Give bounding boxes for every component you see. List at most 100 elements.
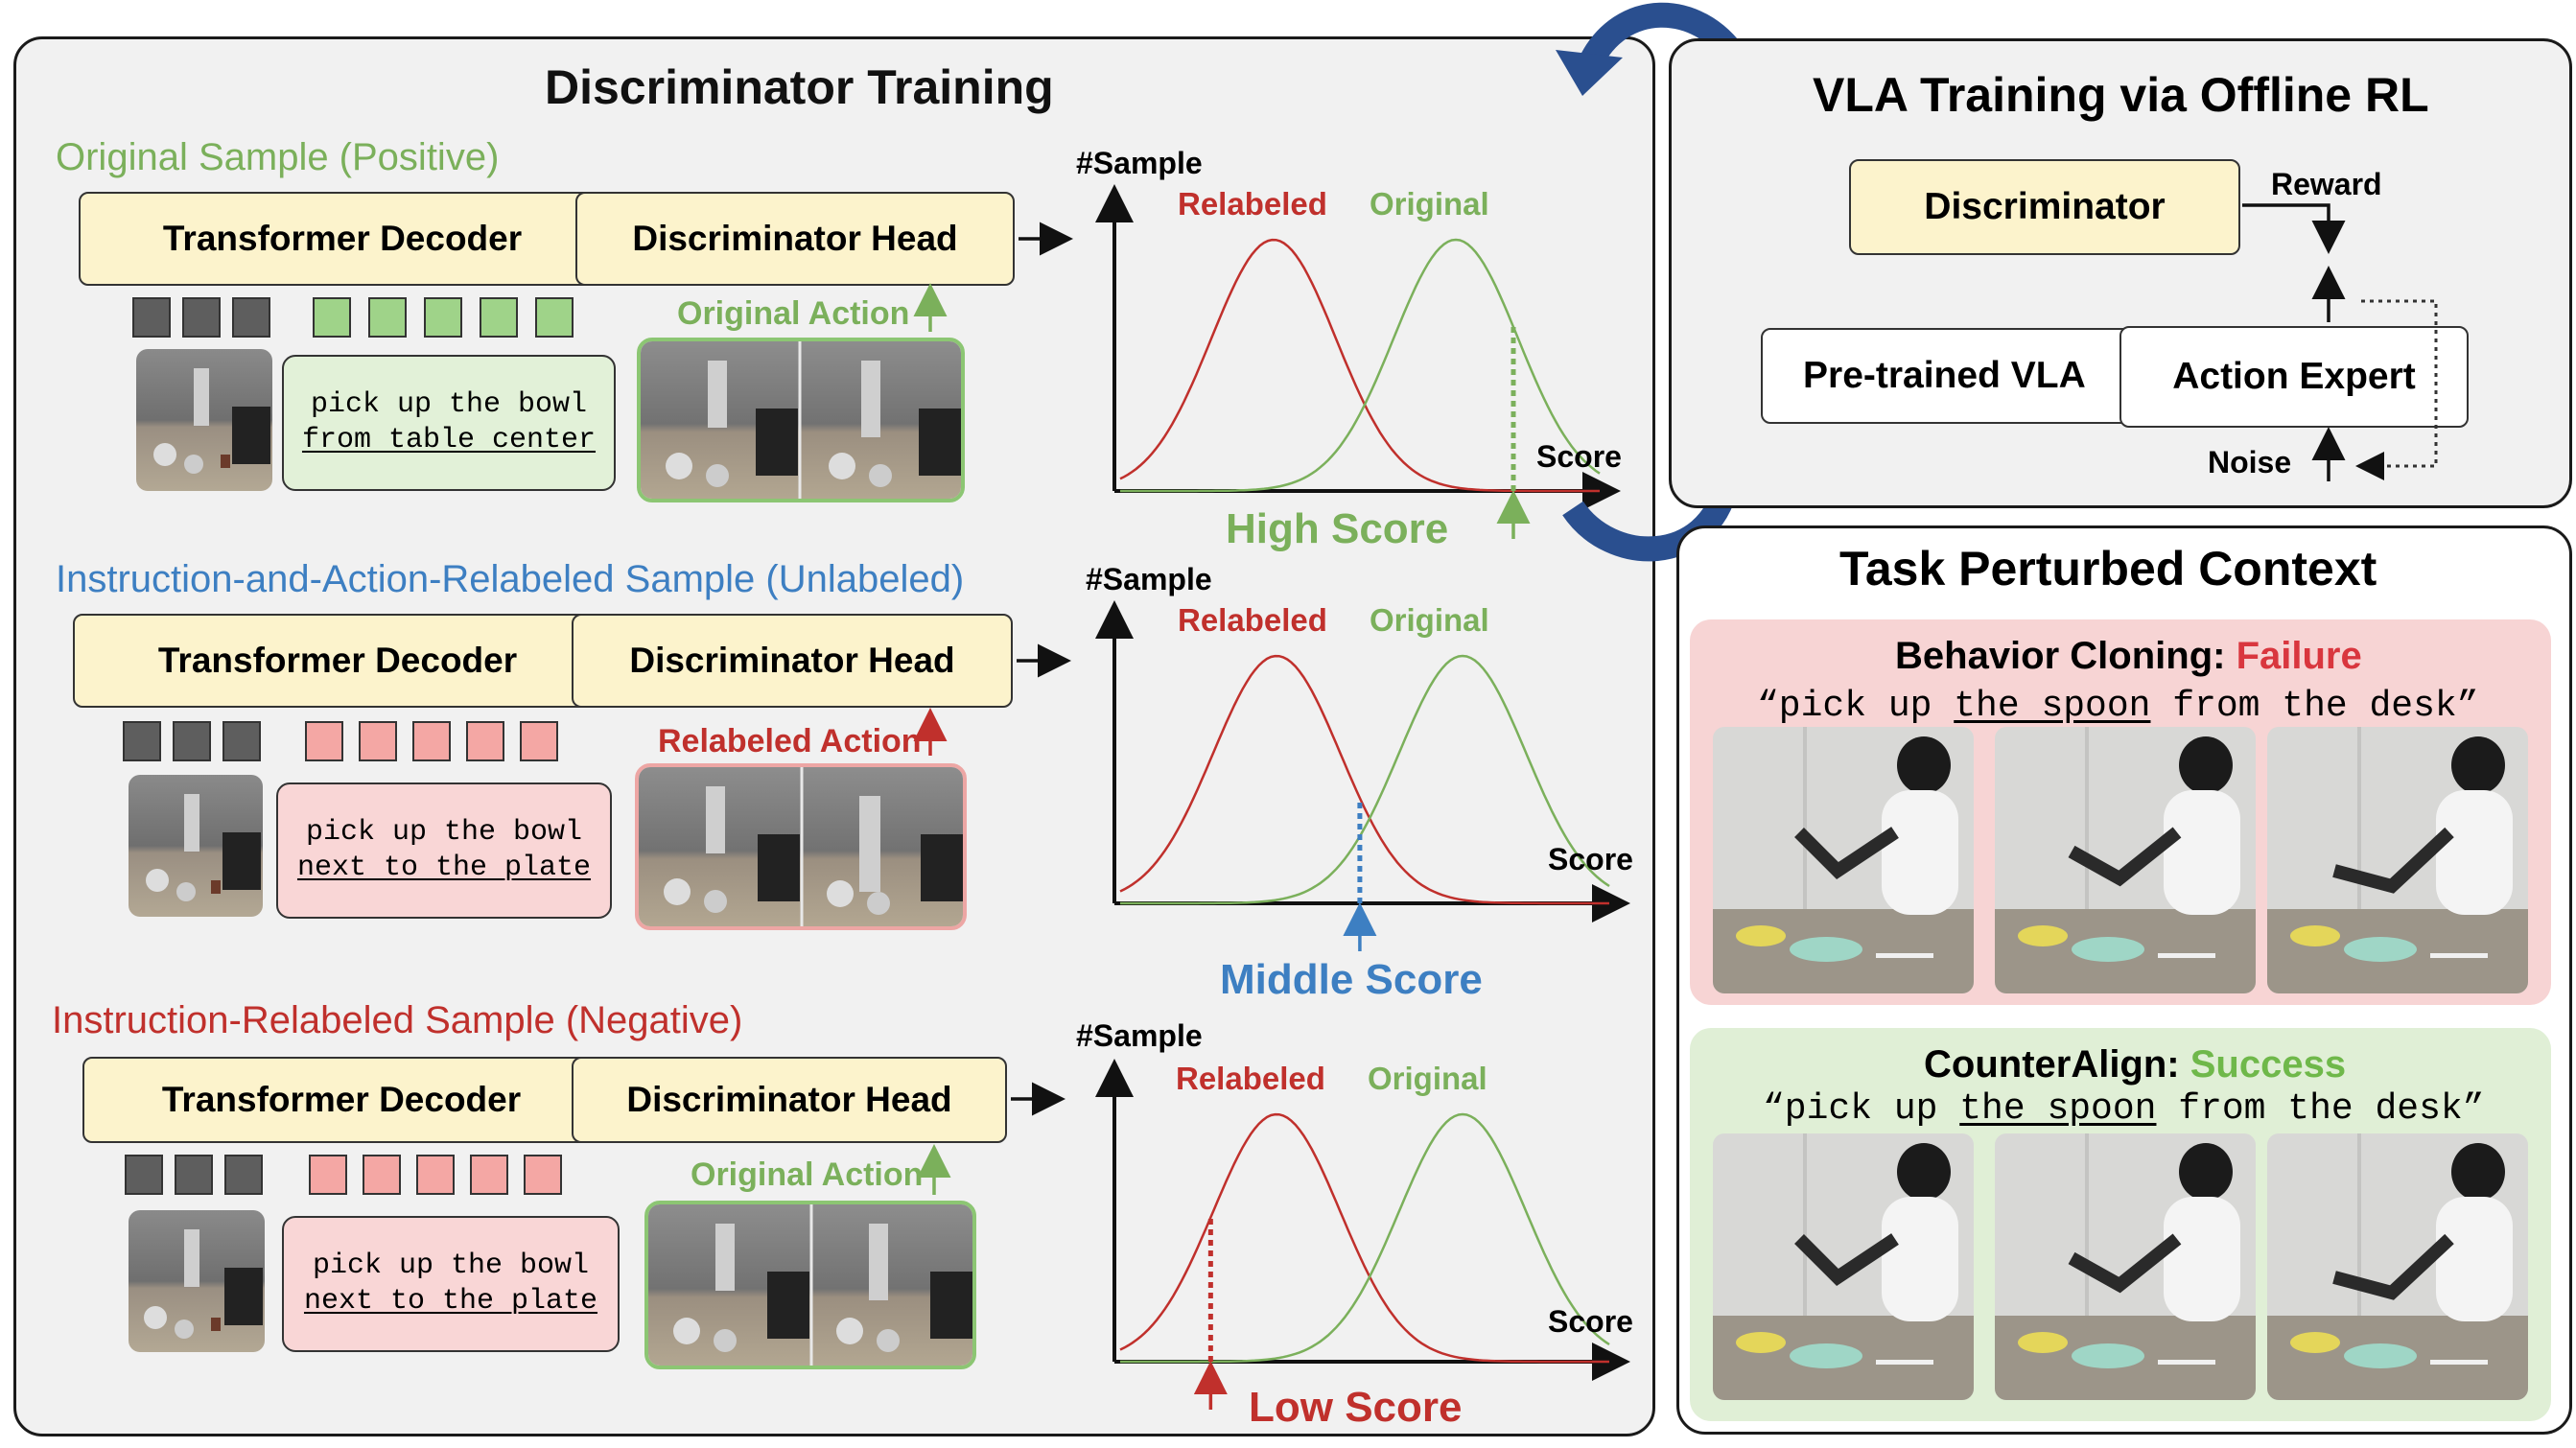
row3-action-token — [416, 1155, 455, 1195]
row2-action-image — [635, 763, 967, 930]
discriminator-training-title: Discriminator Training — [545, 60, 1054, 114]
row1-score-label: High Score — [1226, 505, 1449, 552]
counteralign-robot-photo — [1713, 1133, 1974, 1400]
action-expert-box: Action Expert — [2119, 326, 2469, 428]
top-cycle-arrowhead — [1556, 50, 1623, 96]
behavior-cloning-heading: Behavior Cloning: Failure — [1895, 637, 2362, 675]
bc-instruction-post: from the desk” — [2150, 686, 2479, 727]
row3-transformer-decoder: Transformer Decoder — [82, 1057, 600, 1143]
row3-action-token — [524, 1155, 562, 1195]
row3-score-label: Low Score — [1249, 1384, 1463, 1431]
row1-token — [182, 297, 221, 338]
relabeled-curve — [1119, 654, 1609, 905]
vla-discriminator-box: Discriminator — [1849, 159, 2240, 255]
row1-instruction-line1: pick up the bowl — [310, 387, 588, 421]
row1-legend-relabeled: Relabeled — [1178, 186, 1327, 222]
behavior-cloning-robot-photo — [2267, 727, 2528, 993]
counteralign-result: Success — [2190, 1043, 2347, 1086]
row1-chart-xlabel: Score — [1536, 439, 1622, 474]
row1-token — [132, 297, 171, 338]
row2-discriminator-head: Discriminator Head — [572, 614, 1013, 708]
row1-action-token — [480, 297, 518, 338]
row3-token — [125, 1155, 163, 1195]
behavior-cloning-robot-photo — [1995, 727, 2256, 993]
row2-instruction-card: pick up the bowl next to the plate — [276, 782, 612, 919]
bc-instruction-pre: “pick up — [1757, 686, 1955, 727]
relabeled-curve — [1119, 1112, 1609, 1364]
dotted-feedback-arrow — [2355, 299, 2438, 480]
row2-instruction-line1: pick up the bowl — [305, 815, 583, 849]
row3-token — [175, 1155, 213, 1195]
row1-action-image — [637, 338, 965, 502]
row2-token — [222, 721, 261, 761]
row2-action-token — [520, 721, 558, 761]
row1-chart-ylabel: #Sample — [1076, 146, 1203, 180]
row2-action-token — [305, 721, 343, 761]
row1-sample-label: Original Sample (Positive) — [56, 136, 500, 178]
row1-action-token — [313, 297, 351, 338]
row1-action-token — [535, 297, 574, 338]
counteralign-prefix: CounterAlign: — [1924, 1043, 2190, 1086]
row3-instruction-line2: next to the plate — [303, 1285, 598, 1318]
row3-action-token — [363, 1155, 401, 1195]
row2-sample-label: Instruction-and-Action-Relabeled Sample … — [56, 558, 965, 600]
row2-action-label: Relabeled Action — [658, 723, 922, 759]
row1-robot-image — [136, 349, 272, 491]
row3-sample-label: Instruction-Relabeled Sample (Negative) — [52, 999, 743, 1041]
counteralign-heading: CounterAlign: Success — [1924, 1045, 2346, 1084]
row3-action-image — [644, 1201, 976, 1369]
row3-legend-relabeled: Relabeled — [1176, 1061, 1325, 1096]
row2-instruction-line2: next to the plate — [296, 852, 592, 884]
task-perturbed-context-title: Task Perturbed Context — [1839, 542, 2377, 596]
counteralign-instruction: “pick up the spoon from the desk” — [1763, 1091, 2485, 1128]
row3-action-label: Original Action — [691, 1156, 924, 1193]
row2-action-token — [466, 721, 504, 761]
row1-instruction-card: pick up the bowl from table center — [282, 355, 616, 491]
row2-token — [123, 721, 161, 761]
row2-transformer-decoder: Transformer Decoder — [73, 614, 602, 708]
row3-legend-original: Original — [1368, 1061, 1487, 1096]
row2-score-distribution-chart — [1095, 600, 1630, 951]
row2-action-token — [412, 721, 451, 761]
ca-instruction-post: from the desk” — [2156, 1088, 2485, 1130]
vla-training-title: VLA Training via Offline RL — [1813, 68, 2429, 122]
row1-transformer-decoder: Transformer Decoder — [79, 192, 606, 286]
row1-score-distribution-chart — [1095, 184, 1621, 539]
row2-token — [173, 721, 211, 761]
row3-instruction-line1: pick up the bowl — [312, 1249, 590, 1282]
row1-action-token — [368, 297, 407, 338]
ca-instruction-pre: “pick up — [1763, 1088, 1960, 1130]
row2-robot-image — [129, 775, 263, 917]
row3-discriminator-head: Discriminator Head — [572, 1057, 1007, 1143]
row3-action-token — [470, 1155, 508, 1195]
row1-action-label: Original Action — [677, 295, 910, 332]
reward-arrow — [2242, 203, 2346, 254]
row1-action-token — [424, 297, 462, 338]
row2-action-token — [359, 721, 397, 761]
row3-action-token — [309, 1155, 347, 1195]
noise-label: Noise — [2208, 445, 2292, 479]
behavior-cloning-robot-photo — [1713, 727, 1974, 993]
row3-score-distribution-chart — [1095, 1059, 1630, 1410]
ca-instruction-underlined: the spoon — [1959, 1088, 2157, 1130]
counteralign-robot-photo — [2267, 1133, 2528, 1400]
vla-training-panel — [1669, 38, 2572, 508]
row1-legend-original: Original — [1370, 186, 1489, 222]
row2-chart-xlabel: Score — [1548, 842, 1633, 876]
row2-legend-original: Original — [1370, 602, 1489, 638]
reward-label: Reward — [2271, 167, 2382, 201]
row3-chart-xlabel: Score — [1548, 1304, 1633, 1339]
original-curve — [1120, 238, 1601, 493]
row2-score-label: Middle Score — [1220, 956, 1483, 1003]
row3-robot-image — [129, 1210, 265, 1352]
behavior-cloning-result: Failure — [2236, 635, 2362, 677]
bc-instruction-underlined: the spoon — [1954, 686, 2151, 727]
row3-instruction-card: pick up the bowl next to the plate — [282, 1216, 620, 1352]
behavior-cloning-instruction: “pick up the spoon from the desk” — [1757, 689, 2479, 725]
pretrained-vla-box: Pre-trained VLA — [1761, 328, 2144, 424]
original-curve — [1120, 654, 1610, 905]
row3-token — [224, 1155, 263, 1195]
row1-instruction-line2: from table center — [301, 424, 597, 456]
